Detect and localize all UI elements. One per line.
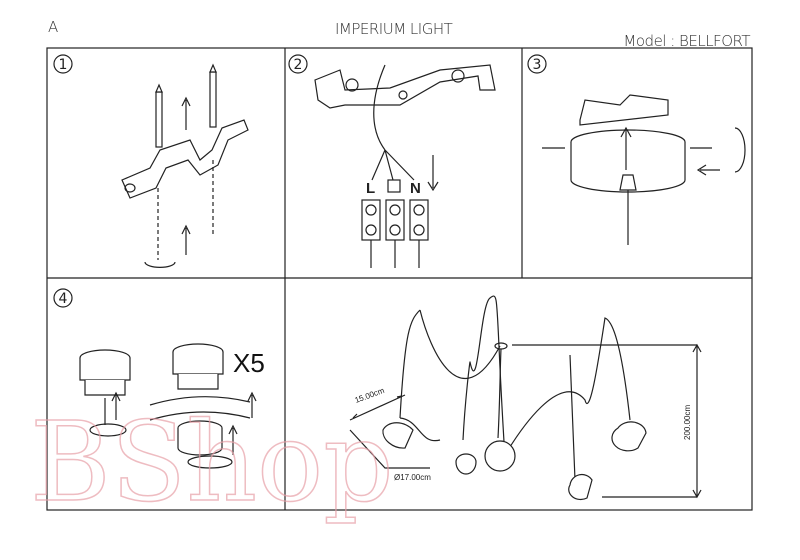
step-4-illustration: X5 [79, 343, 265, 469]
step-2-number: 2 [288, 54, 308, 74]
document-title: IMPERIUM LIGHT [335, 20, 453, 38]
step-3-number: 3 [527, 54, 547, 74]
svg-text:3: 3 [533, 57, 542, 73]
watermark: BShop [30, 398, 394, 526]
pendant-shade [484, 440, 516, 472]
sheet-letter: A [48, 18, 58, 36]
step-4-number: 4 [53, 288, 73, 308]
svg-text:2: 2 [294, 57, 303, 73]
arrow-up-icon [620, 126, 632, 170]
canopy [494, 342, 508, 350]
step-3-illustration [542, 94, 746, 245]
neutral-wire-label: N [410, 180, 421, 197]
pendant-shade [455, 453, 477, 475]
live-wire-label: L [366, 180, 375, 197]
total-height-label: 200.00cm [683, 405, 692, 440]
step-2-illustration: L N [314, 64, 496, 268]
arrow-up-icon [181, 96, 191, 130]
fixture-dimension-drawing: 15.00cm Ø17.00cm 200.00cm [349, 295, 702, 501]
rotate-icon [144, 261, 176, 268]
mounting-bracket [121, 119, 249, 199]
panel-grid [46, 47, 753, 511]
pendant-shade [382, 422, 414, 449]
mounting-bracket [314, 64, 496, 109]
svg-text:1: 1 [59, 57, 68, 73]
pendant-shade [568, 473, 593, 501]
model-label: Model : BELLFORT [623, 32, 750, 50]
pendant-shade [611, 421, 647, 452]
arrow-left-icon [696, 164, 720, 176]
quantity-label: X5 [233, 348, 265, 378]
arrow-down-icon [427, 155, 439, 192]
arrow-up-icon [247, 391, 257, 418]
arrow-up-icon [228, 424, 238, 455]
arrow-up-icon [111, 391, 121, 420]
shade-diameter-label: Ø17.00cm [394, 473, 431, 482]
svg-text:4: 4 [59, 291, 68, 307]
step-1-number: 1 [53, 54, 73, 74]
arrow-up-icon [181, 224, 191, 255]
rotate-icon [734, 127, 746, 173]
ground-terminal-icon [387, 179, 401, 193]
step-1-illustration [121, 63, 249, 268]
